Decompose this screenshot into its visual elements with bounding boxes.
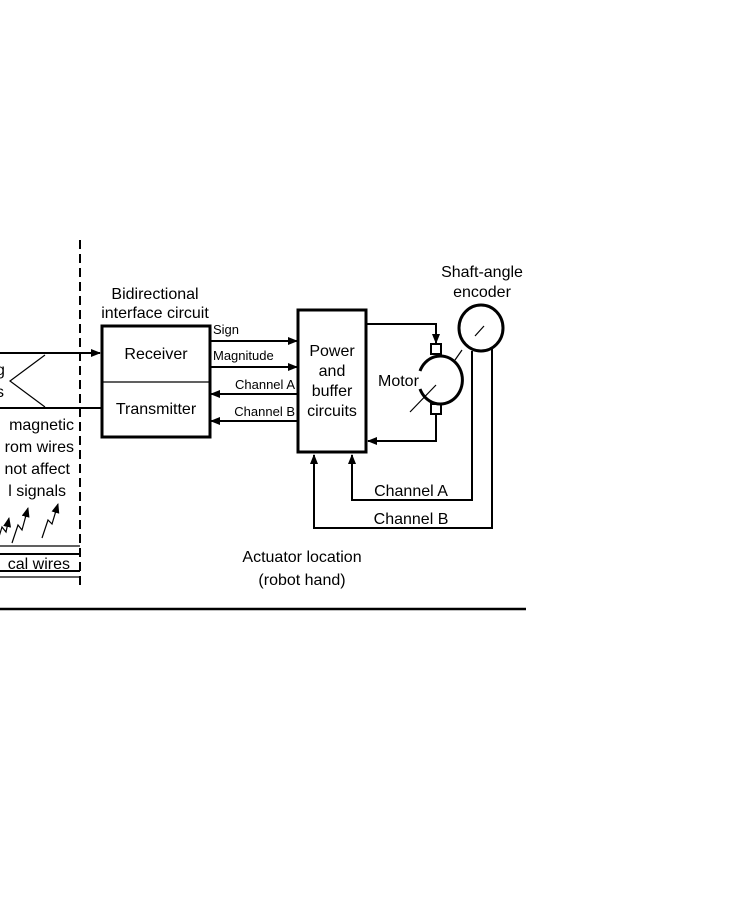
magnitude-label: Magnitude [213,348,274,363]
motor-body [418,354,464,406]
feedback-channel-a-wire [348,351,473,501]
interface-title-line-2: interface circuit [101,305,209,322]
wire-pair-bracket [8,354,46,408]
noise-arrow-1 [0,517,12,536]
location-line-1: Actuator location [242,549,361,566]
feedback-channel-b-wire [310,349,493,529]
location-line-2: (robot hand) [258,572,345,589]
channel-b-label: Channel B [234,404,295,419]
motor-rotor-marker [409,384,437,413]
motor-brush-top [430,343,442,355]
input-label-fragment-1: g [0,362,5,379]
electrical-wires-label: cal wires [8,556,70,573]
receiver-label: Receiver [124,346,188,363]
power-buffer-box [296,308,368,454]
noise-arrow-2 [11,507,30,544]
encoder-body [457,303,505,353]
encoder-label-line-2: encoder [453,284,511,301]
remote-text-line-4: l signals [8,483,66,500]
power-buffer-line-3: buffer [312,383,353,400]
power-buffer-line-4: circuits [307,403,357,420]
remote-text-line-2: rom wires [5,439,74,456]
interface-title-line-1: Bidirectional [111,286,198,303]
encoder-pointer [474,325,485,337]
transmitter-label: Transmitter [116,401,197,418]
feedback-channel-a-label: Channel A [374,483,448,500]
power-buffer-line-1: Power [309,343,355,360]
electrical-wires-bundle [0,545,80,578]
power-buffer-line-2: and [319,363,346,380]
sign-label: Sign [213,322,239,337]
channel-a-label: Channel A [235,377,295,392]
motor-drive-wire [366,323,440,344]
noise-arrow-3 [41,503,60,539]
motor-label: Motor [378,373,420,390]
noise-arrows [0,503,60,544]
shaft-angle-encoder [457,303,505,353]
encoder-label-line-1: Shaft-angle [441,264,523,281]
feedback-channel-b-label: Channel B [374,511,449,528]
motor-shaft-coupling [454,349,463,361]
remote-text-line-3: not affect [4,461,70,478]
motor-return-wire [367,415,437,445]
remote-text-line-1: magnetic [9,417,74,434]
input-label-fragment-2: s [0,384,4,401]
interface-circuit-box [100,324,212,439]
motor [409,343,464,415]
